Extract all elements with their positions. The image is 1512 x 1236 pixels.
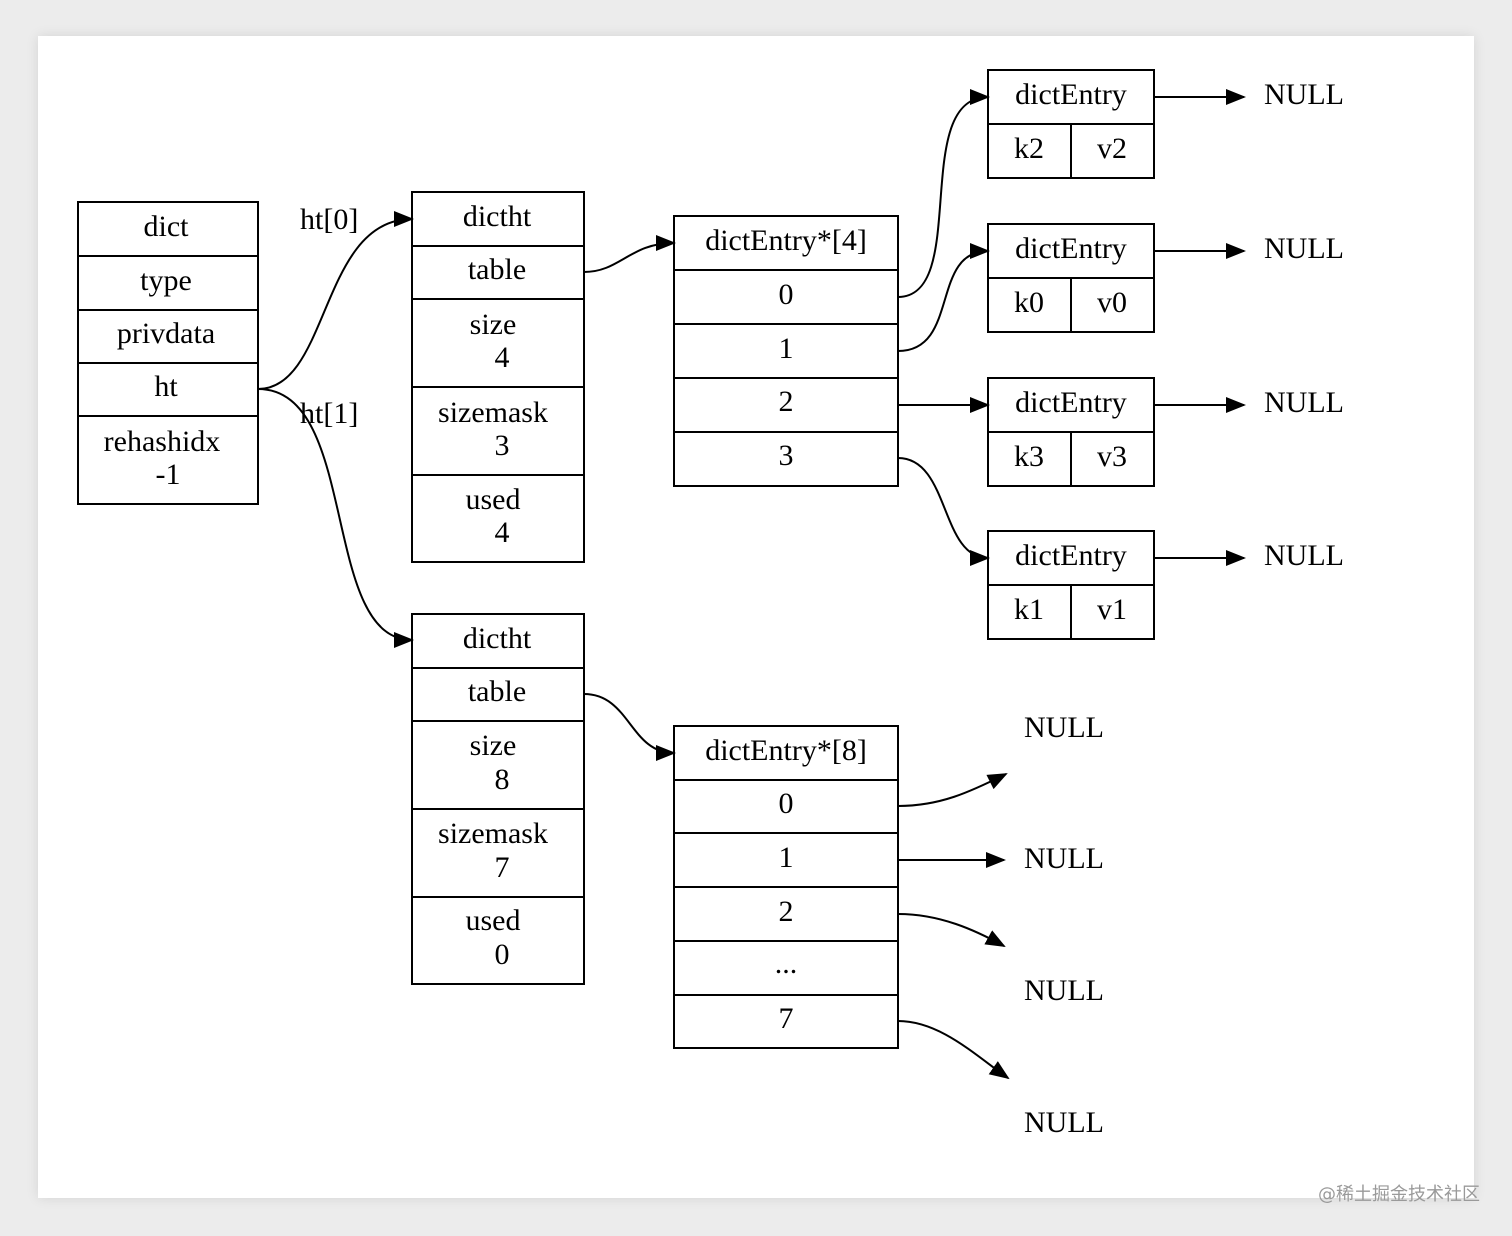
array-8-index-ellipsis: ... bbox=[775, 947, 798, 980]
dictht-0-size-label: size bbox=[470, 308, 517, 341]
array-8-index-7: 7 bbox=[779, 1002, 794, 1035]
null-label: NULL bbox=[1024, 711, 1104, 744]
edges bbox=[257, 89, 1246, 1080]
entry-key: k1 bbox=[1014, 593, 1044, 626]
edge-ht1 bbox=[257, 388, 414, 648]
edge-ht0 bbox=[257, 211, 414, 390]
edge-label-ht0: ht[0] bbox=[300, 203, 358, 236]
dict-ht-field: ht bbox=[154, 370, 178, 403]
array-4-index-1: 1 bbox=[779, 332, 794, 365]
dictht-1-sizemask-label: sizemask bbox=[438, 817, 548, 850]
dictht-1-sizemask-value: 7 bbox=[495, 851, 510, 884]
null-label: NULL bbox=[1024, 974, 1104, 1007]
null-label: NULL bbox=[1264, 232, 1344, 265]
edge-table1 bbox=[583, 693, 676, 761]
dictht-0-used-label: used bbox=[466, 483, 521, 516]
null-label: NULL bbox=[1264, 78, 1344, 111]
dict-rehashidx-label: rehashidx bbox=[104, 425, 221, 458]
entry-header: dictEntry bbox=[1015, 232, 1127, 265]
dict-privdata-field: privdata bbox=[117, 317, 215, 350]
null-label: NULL bbox=[1264, 386, 1344, 419]
edge-b8-2 bbox=[897, 913, 1006, 947]
array-4-index-2: 2 bbox=[779, 385, 794, 418]
dict-entry-k1: dictEntry k1 v1 bbox=[987, 530, 1155, 640]
dictht-0-table: table bbox=[468, 253, 526, 286]
edge-bucket1 bbox=[897, 243, 990, 352]
dict-rehashidx-value: -1 bbox=[156, 458, 181, 491]
null-label: NULL bbox=[1264, 539, 1344, 572]
edge-bucket0 bbox=[897, 89, 990, 298]
null-label: NULL bbox=[1024, 842, 1104, 875]
dictht-1-used-value: 0 bbox=[495, 938, 510, 971]
null-label: NULL bbox=[1024, 1106, 1104, 1139]
array-8-index-0: 0 bbox=[779, 787, 794, 820]
array-4-header: dictEntry*[4] bbox=[705, 224, 867, 257]
bucket-array-8: dictEntry*[8] 0 1 2 ... 7 bbox=[673, 725, 899, 1049]
entry-key: k3 bbox=[1014, 440, 1044, 473]
dictht-0-size-value: 4 bbox=[495, 341, 510, 374]
entry-value: v1 bbox=[1097, 593, 1127, 626]
entry-header: dictEntry bbox=[1015, 539, 1127, 572]
dictht-1-table: table bbox=[468, 675, 526, 708]
entry-value: v0 bbox=[1097, 286, 1127, 319]
dictht-0-sizemask-value: 3 bbox=[495, 429, 510, 462]
edge-b8-0 bbox=[897, 773, 1008, 807]
entry-value: v3 bbox=[1097, 440, 1127, 473]
entry-header: dictEntry bbox=[1015, 78, 1127, 111]
dictht-0: dictht table size 4 sizemask 3 used 4 bbox=[411, 191, 585, 563]
entry-header: dictEntry bbox=[1015, 386, 1127, 419]
dict-header: dict bbox=[144, 210, 190, 243]
dict-entry-k3: dictEntry k3 v3 bbox=[987, 377, 1155, 487]
entry-value: v2 bbox=[1097, 132, 1127, 165]
array-4-index-0: 0 bbox=[779, 278, 794, 311]
dictht-1-size-label: size bbox=[470, 729, 517, 762]
dictht-1-size-value: 8 bbox=[495, 763, 510, 796]
dict-type-field: type bbox=[140, 264, 192, 297]
bucket-array-4: dictEntry*[4] 0 1 2 3 bbox=[673, 215, 899, 487]
array-8-index-1: 1 bbox=[779, 841, 794, 874]
edge-bucket3 bbox=[897, 457, 990, 566]
dict-struct: dict type privdata ht rehashidx -1 bbox=[77, 201, 259, 505]
dictht-0-sizemask-label: sizemask bbox=[438, 396, 548, 429]
watermark: @稀土掘金技术社区 bbox=[1318, 1184, 1480, 1205]
dictht-1: dictht table size 8 sizemask 7 used 0 bbox=[411, 613, 585, 985]
edge-table0 bbox=[583, 235, 676, 273]
edge-label-ht1: ht[1] bbox=[300, 397, 358, 430]
dictht-0-used-value: 4 bbox=[495, 516, 510, 549]
array-4-index-3: 3 bbox=[779, 439, 794, 472]
entry-key: k2 bbox=[1014, 132, 1044, 165]
dict-entry-k0: dictEntry k0 v0 bbox=[987, 223, 1155, 333]
array-8-header: dictEntry*[8] bbox=[705, 734, 867, 767]
dict-entry-k2: dictEntry k2 v2 bbox=[987, 69, 1155, 179]
dictht-1-header: dictht bbox=[463, 622, 532, 655]
array-8-index-2: 2 bbox=[779, 895, 794, 928]
dictht-0-header: dictht bbox=[463, 200, 532, 233]
dictht-1-used-label: used bbox=[466, 904, 521, 937]
edge-b8-7 bbox=[897, 1020, 1010, 1080]
entry-key: k0 bbox=[1014, 286, 1044, 319]
